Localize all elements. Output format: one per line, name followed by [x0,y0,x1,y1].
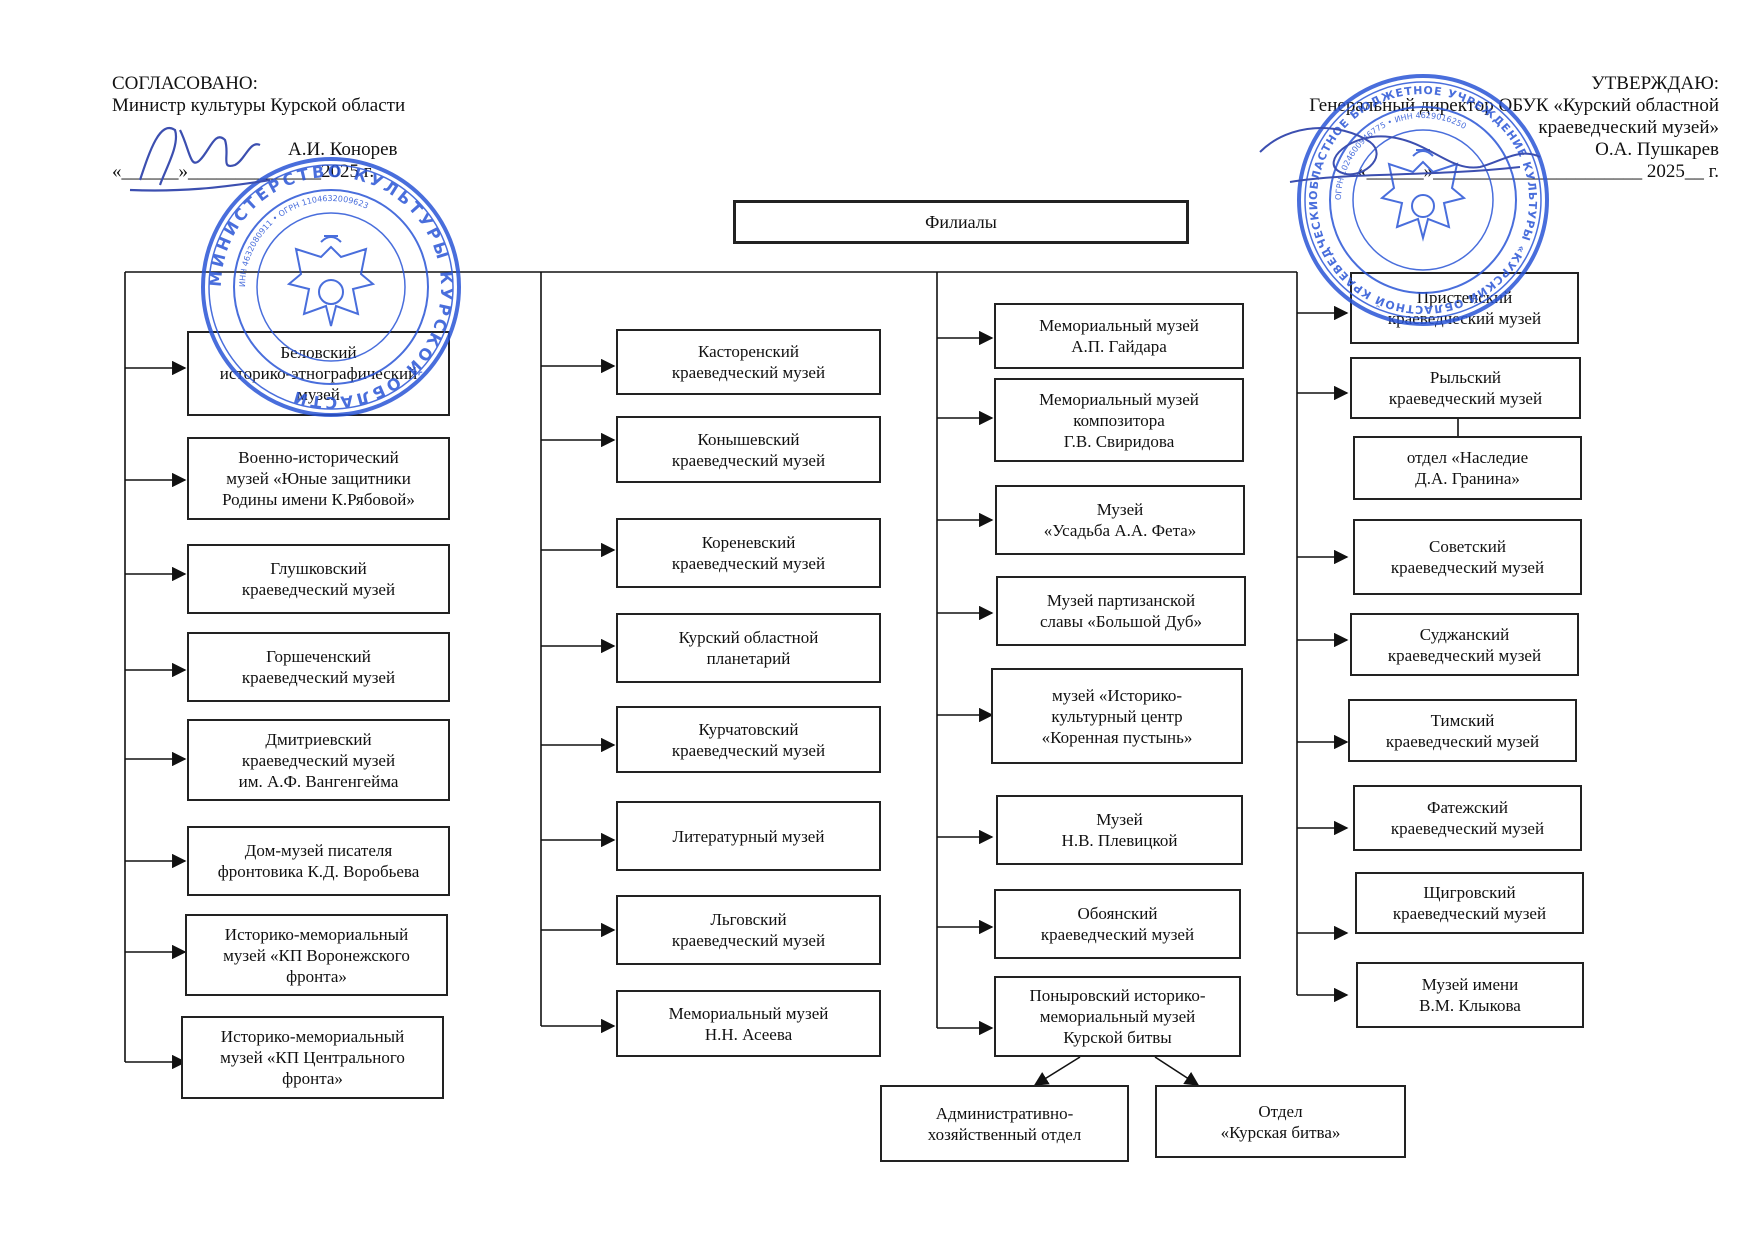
branch-box: Советский краеведческий музей [1353,519,1582,595]
branch-box: Тимский краеведческий музей [1348,699,1577,762]
left-date-line: «______»______________2025 г. [112,161,375,182]
branch-box: Историко-мемориальный музей «КП Централь… [181,1016,444,1099]
branch-box: Суджанский краеведческий музей [1350,613,1579,676]
branch-box: Мемориальный музей композитора Г.В. Свир… [994,378,1244,462]
branch-box: Музей «Усадьба А.А. Фета» [995,485,1245,555]
department-box: Административно- хозяйственный отдел [880,1085,1129,1162]
branch-box: Поныровский историко- мемориальный музей… [994,976,1241,1057]
approval-block-left: СОГЛАСОВАНО: Министр культуры Курской об… [112,73,405,183]
branch-box: Горшеченский краеведческий музей [187,632,450,702]
branch-box: Касторенский краеведческий музей [616,329,881,395]
sub-arrow-line [1033,1056,1081,1086]
branch-box: Курский областной планетарий [616,613,881,683]
branch-box: Глушковский краеведческий музей [187,544,450,614]
seal-left-stamp: МИНИСТЕРСТВО КУЛЬТУРЫ КУРСКОЙ ОБЛАСТИ ИН… [201,157,461,417]
minister-position: Министр культуры Курской области [112,95,406,116]
branch-box: Курчатовский краеведческий музей [616,706,881,773]
signature-left [129,127,271,192]
agreed-label: СОГЛАСОВАНО: [112,73,258,94]
branch-box: Обоянский краеведческий музей [994,889,1241,959]
director-name: О.А. Пушкарев [1595,139,1719,160]
sub-arrow-line [1154,1056,1200,1086]
branch-box: Музей имени В.М. Клыкова [1356,962,1584,1028]
branch-box: Конышевский краеведческий музей [616,416,881,483]
branch-box: Дмитриевский краеведческий музей им. А.Ф… [187,719,450,801]
branch-box: Музей партизанской славы «Большой Дуб» [996,576,1246,646]
minister-name: А.И. Конорев [288,139,398,160]
branch-box: Рыльский краеведческий музей [1350,357,1581,419]
branch-box: Дом-музей писателя фронтовика К.Д. Вороб… [187,826,450,896]
branch-box: музей «Историко- культурный центр «Корен… [991,668,1243,764]
department-box: Отдел «Курская битва» [1155,1085,1406,1158]
chart-title-box: Филиалы [733,200,1189,244]
branch-box: Кореневский краеведческий музей [616,518,881,588]
branch-box: Мемориальный музей Н.Н. Асеева [616,990,881,1057]
branch-box: Военно-исторический музей «Юные защитник… [187,437,450,520]
approve-label: УТВЕРЖДАЮ: [1591,73,1719,94]
branch-box: Литературный музей [616,801,881,871]
director-position-line1: Генеральный директор ОБУК «Курский облас… [1309,95,1719,116]
seal-right-stamp: ОБЛАСТНОЕ БЮДЖЕТНОЕ УЧРЕЖДЕНИЕ КУЛЬТУРЫ … [1293,70,1549,326]
department-box: отдел «Наследие Д.А. Гранина» [1353,436,1582,500]
branch-box: Льговский краеведческий музей [616,895,881,965]
signature-right [1259,127,1541,183]
branch-box: Беловский историко-этнографический музей [187,331,450,416]
director-position-line2: краеведческий музей» [1538,117,1719,138]
branch-box: Мемориальный музей А.П. Гайдара [994,303,1244,369]
branch-box: Щигровский краеведческий музей [1355,872,1584,934]
branch-box: Фатежский краеведческий музей [1353,785,1582,851]
branch-box: Историко-мемориальный музей «КП Воронежс… [185,914,448,996]
branch-box: Музей Н.В. Плевицкой [996,795,1243,865]
